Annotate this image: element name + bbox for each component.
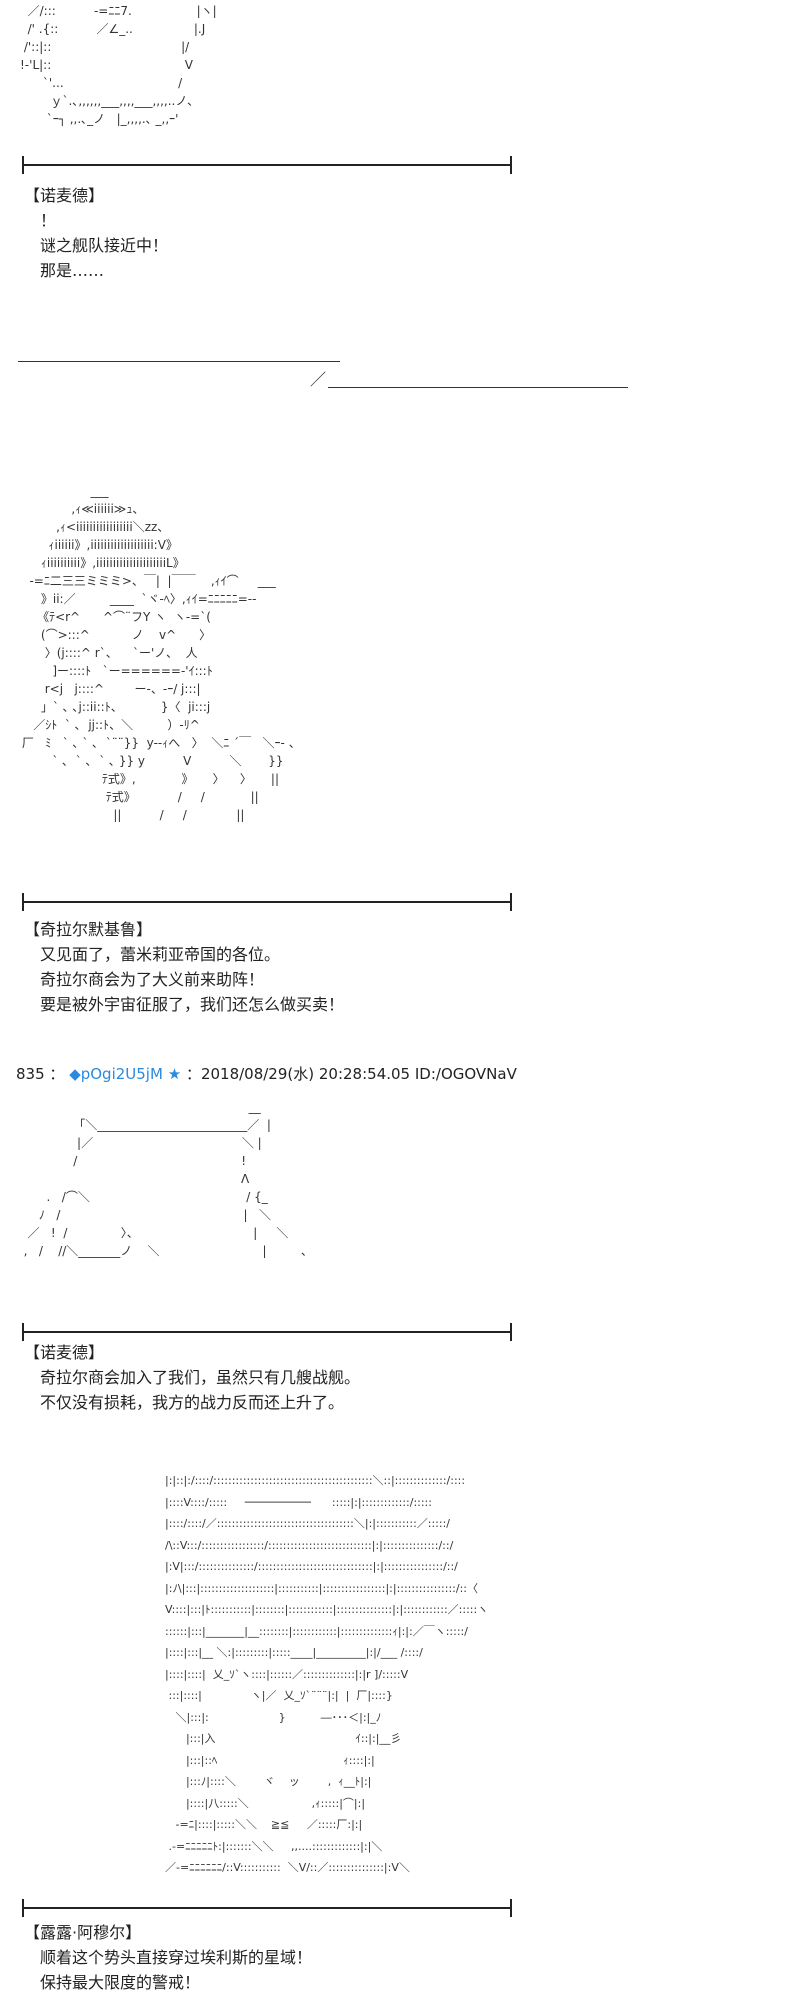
star-icon: ★ [167, 1065, 182, 1083]
dialog-block: 【露露·阿穆尔】 顺着这个势头直接穿过埃利斯的星域！ 保持最大限度的警戒！ [24, 1920, 312, 1995]
dialog-line: 要是被外宇宙征服了，我们还怎么做买卖！ [40, 995, 345, 1014]
dialog-block: 【诺麦德】 ！ 谜之舰队接近中！ 那是…… [24, 183, 168, 283]
dialog-line: 又见面了，蕾米莉亚帝国的各位。 [40, 945, 281, 964]
divider [22, 156, 512, 174]
dialog-line: 奇拉尔商会为了大义前来助阵！ [40, 970, 265, 989]
scene-break-line [328, 387, 628, 388]
dialog-block: 【诺麦德】 奇拉尔商会加入了我们，虽然只有几艘战舰。 不仅没有损耗，我方的战力反… [24, 1340, 360, 1415]
speaker-name: 【露露·阿穆尔】 [24, 1923, 142, 1942]
dialog-block: 【奇拉尔默基鲁】 又见面了，蕾米莉亚帝国的各位。 奇拉尔商会为了大义前来助阵！ … [24, 917, 344, 1017]
dialog-line: 奇拉尔商会加入了我们，虽然只有几艘战舰。 [40, 1368, 361, 1387]
ascii-art-3: __ 「＼_________________________／ | |／ ＼ |… [23, 1100, 313, 1258]
dialog-line: 不仅没有损耗，我方的战力反而还上升了。 [40, 1393, 345, 1412]
dialog-line: 那是…… [40, 261, 105, 280]
scene-break-slash: ／ [310, 370, 327, 389]
ascii-art-1: ／/::: -=ﾆﾆ7. |ヽ| /' .{:: ／∠_.. |.J /'::|… [20, 4, 217, 126]
dialog-line: 谜之舰队接近中！ [40, 236, 169, 255]
post-meta: ：2018/08/29(水) 20:28:54.05 ID:/OGOVNaV [185, 1065, 517, 1083]
post-header: 835 ： ◆pOgi2U5jM ★ ：2018/08/29(水) 20:28:… [16, 1063, 517, 1084]
divider [22, 1899, 512, 1917]
speaker-name: 【诺麦德】 [24, 186, 105, 205]
dialog-line: 保持最大限度的警戒！ [40, 1973, 201, 1992]
divider [22, 893, 512, 911]
post-number: 835 ： [16, 1065, 65, 1083]
dialog-line: 顺着这个势头直接穿过埃利斯的星域！ [40, 1948, 313, 1967]
speaker-name: 【奇拉尔默基鲁】 [24, 920, 153, 939]
ascii-art-4: |:|::|:/::::/:::::::::::::::::::::::::::… [165, 1474, 489, 1874]
scene-break-line [18, 361, 340, 362]
divider [22, 1323, 512, 1341]
dialog-line: ！ [40, 211, 57, 230]
speaker-name: 【诺麦德】 [24, 1343, 105, 1362]
poster-trip[interactable]: ◆pOgi2U5jM [69, 1065, 163, 1083]
ascii-art-2: ___ ,ｨ≪iiiiii≫ｭ、 ,ｨ<iiiiiiiiiiiiiiiii＼zz… [21, 484, 301, 822]
